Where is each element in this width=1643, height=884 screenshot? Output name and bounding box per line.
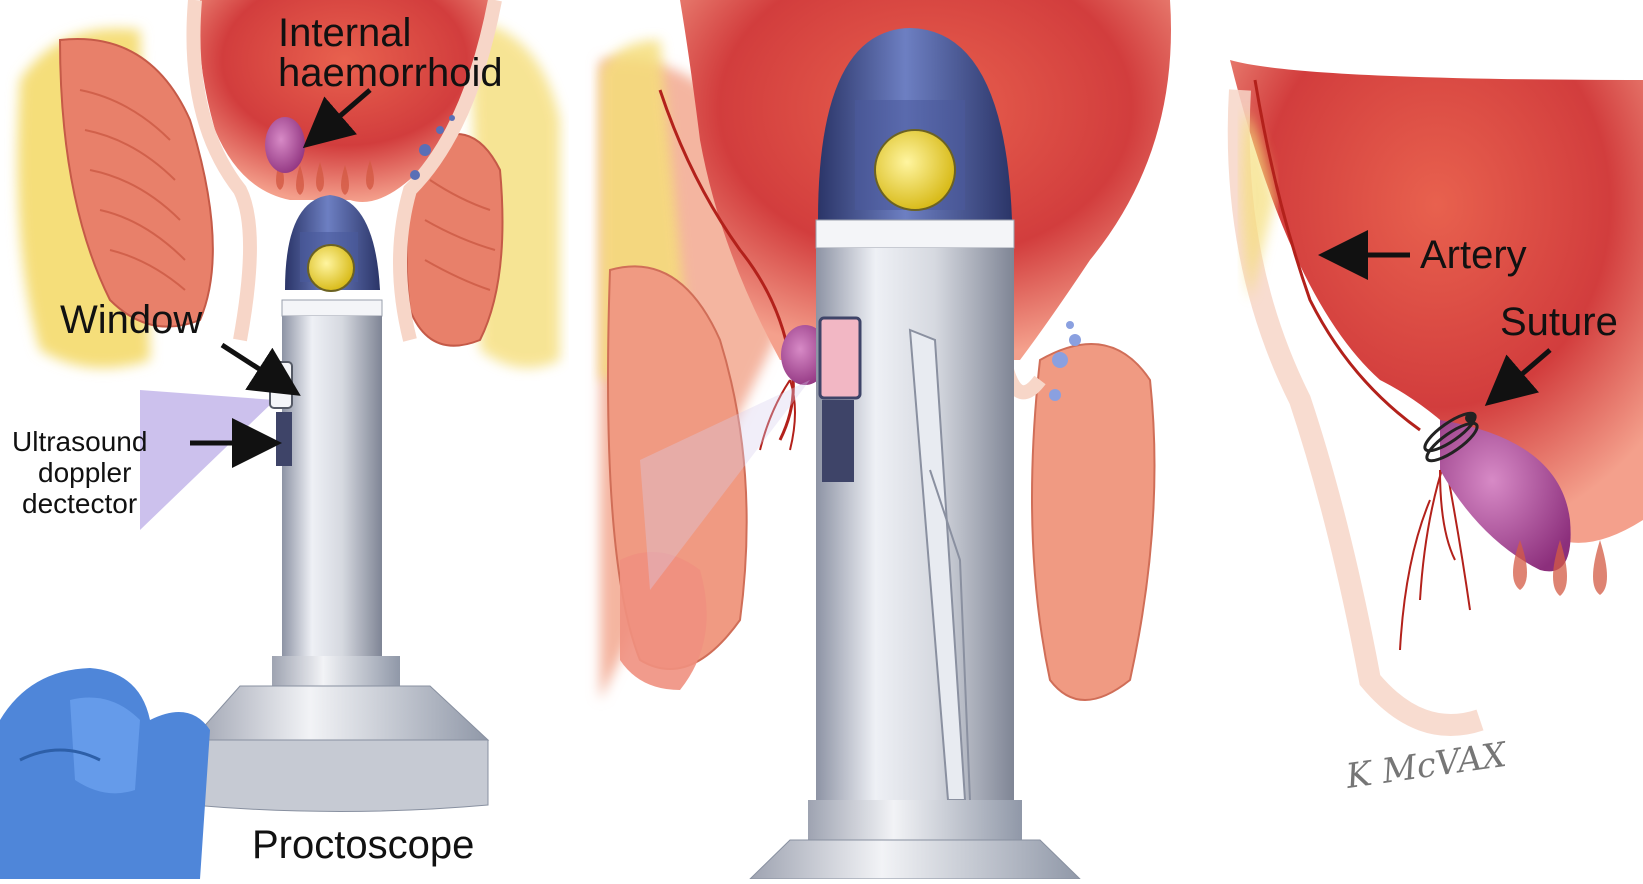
proctoscope-lens-1 (308, 245, 354, 291)
label-internal-line1: Internal (278, 11, 411, 55)
ultrasound-doppler-detector (276, 412, 292, 466)
proctoscope-shaft-1 (282, 316, 382, 656)
panel-2-artery-identification (600, 0, 1171, 879)
doppler-detector-2 (822, 400, 854, 482)
label-suture: Suture (1500, 300, 1618, 344)
proctoscope-window-2 (820, 318, 860, 398)
panel-3-suture-ligation (1230, 60, 1643, 725)
proctoscope-lens-2 (875, 130, 955, 210)
label-ultrasound-line1: Ultrasound (12, 426, 147, 457)
label-artery: Artery (1420, 233, 1527, 277)
doppler-beam (140, 390, 275, 530)
label-haemorrhoid-line2: haemorrhoid (278, 51, 503, 95)
label-window: Window (60, 298, 202, 342)
artist-signature: K McVAX (1343, 735, 1511, 797)
proctoscope-handle-1 (192, 686, 488, 740)
internal-haemorrhoid-1 (265, 117, 305, 173)
label-proctoscope: Proctoscope (252, 823, 474, 867)
label-ultrasound-line2: doppler (38, 457, 131, 488)
gloved-hand (0, 668, 210, 879)
label-ultrasound-line3: dectector (22, 488, 137, 519)
